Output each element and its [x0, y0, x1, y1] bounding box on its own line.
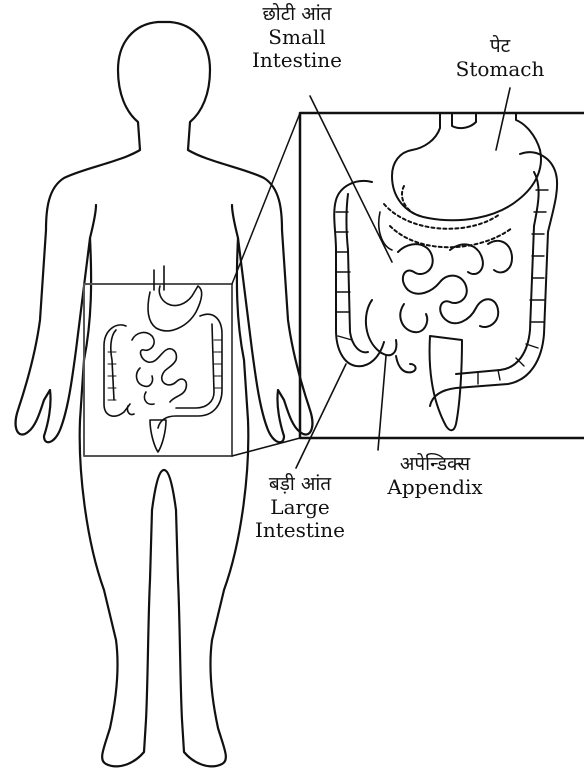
- large-intestine-hindi: बड़ी आंत: [240, 474, 360, 496]
- body-outline: [16, 22, 313, 766]
- stomach-label: पेट Stomach: [444, 36, 556, 81]
- appendix-english: Appendix: [372, 476, 498, 499]
- small-organs: [104, 266, 222, 452]
- small-intestine-hindi: छोटी आंत: [232, 4, 362, 26]
- large-intestine-line2: Intestine: [240, 519, 360, 542]
- small-intestine-line1: Small: [232, 26, 362, 49]
- small-intestine-line2: Intestine: [232, 49, 362, 72]
- small-focus-box: [84, 284, 232, 456]
- large-organs: [334, 113, 557, 430]
- appendix-hindi: अपेन्डिक्स: [372, 454, 498, 476]
- large-intestine-line1: Large: [240, 496, 360, 519]
- small-intestine-label: छोटी आंत Small Intestine: [232, 4, 362, 72]
- stomach-hindi: पेट: [444, 36, 556, 58]
- stomach-english: Stomach: [444, 58, 556, 81]
- large-intestine-label: बड़ी आंत Large Intestine: [240, 474, 360, 542]
- appendix-label: अपेन्डिक्स Appendix: [372, 454, 498, 499]
